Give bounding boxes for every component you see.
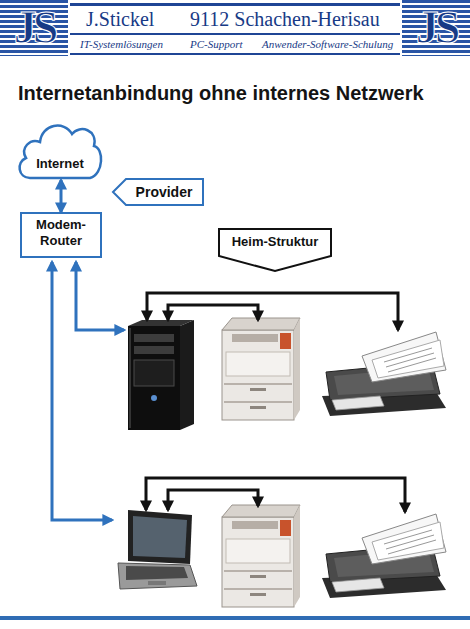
laptop <box>118 510 197 589</box>
network-arrow <box>52 262 112 520</box>
company-name: J.Stickel <box>86 7 154 31</box>
scanner <box>322 332 446 416</box>
header-rule <box>70 33 400 35</box>
printer <box>222 505 300 607</box>
service-text: PC-Support <box>190 37 243 51</box>
printer <box>222 318 300 420</box>
node-shape <box>20 126 101 178</box>
header-rule <box>70 3 400 6</box>
service-text: IT-Systemlösungen <box>80 37 163 51</box>
node-shape <box>21 213 101 257</box>
header-rule <box>70 53 400 55</box>
logo-letters: JS <box>14 5 55 51</box>
node-text: Modem- Router <box>20 217 102 249</box>
connector-arrow <box>60 180 63 212</box>
device-arrow <box>147 293 398 330</box>
footer-rule <box>0 616 470 620</box>
node-text: Internet <box>36 156 84 172</box>
node-shape <box>219 229 331 271</box>
company-address: 9112 Schachen-Herisau <box>190 7 380 31</box>
pc-tower <box>128 320 194 430</box>
cloud-node: Internet <box>16 112 104 180</box>
diagram-title: Internetanbindung ohne internes Netzwerk <box>18 82 424 105</box>
provider-arrow: Provider <box>112 178 204 206</box>
logo-letters: JS <box>416 5 457 51</box>
node-text: Heim-Struktur <box>232 234 319 250</box>
structure-pentagon: Heim-Struktur <box>218 228 332 272</box>
router-box: Modem- Router <box>20 212 102 258</box>
company-logo: JS <box>402 0 470 56</box>
network-arrow <box>76 262 124 330</box>
device-arrow <box>146 478 405 512</box>
service-text: Anwender-Software-Schulung <box>262 37 393 51</box>
device-arrow <box>168 490 258 510</box>
scanner <box>322 514 446 598</box>
node-text: Provider <box>136 184 193 200</box>
device-arrow <box>168 305 258 320</box>
node-shape <box>113 179 203 205</box>
company-logo: JS <box>0 0 68 56</box>
